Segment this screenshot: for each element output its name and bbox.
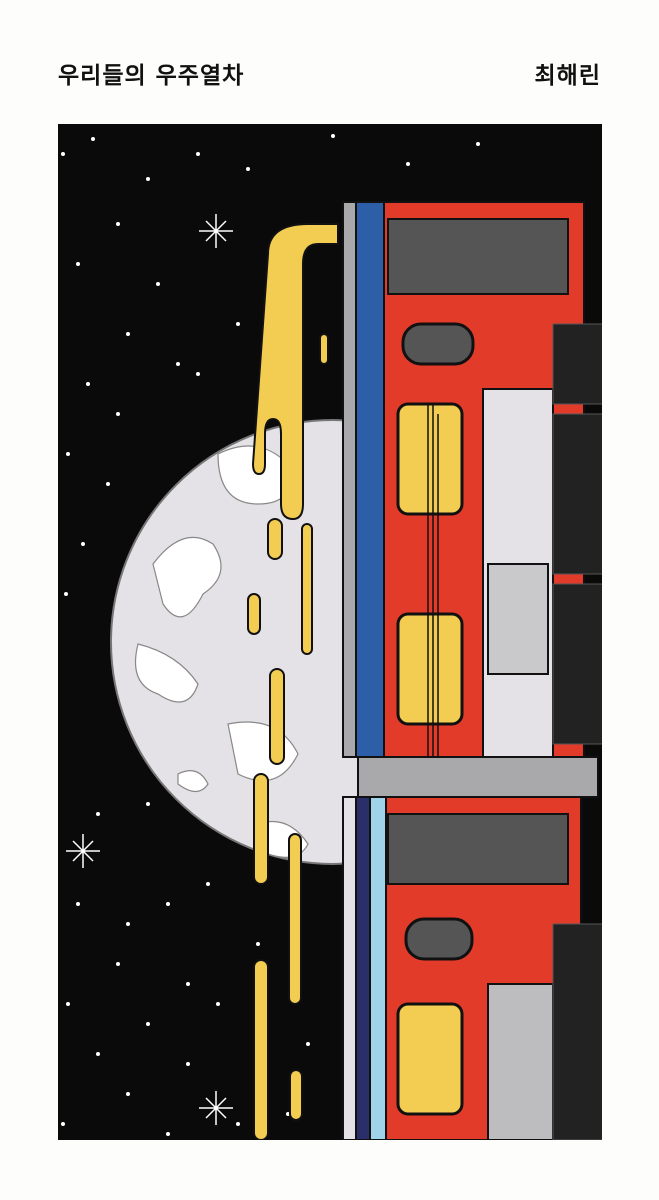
star — [476, 142, 480, 146]
train-car-rear — [342, 796, 602, 1140]
star — [61, 152, 65, 156]
star — [196, 152, 200, 156]
star — [61, 1122, 65, 1126]
star — [66, 452, 70, 456]
star — [76, 262, 80, 266]
star — [246, 167, 250, 171]
star — [216, 1002, 220, 1006]
star — [146, 177, 150, 181]
star — [116, 412, 120, 416]
star — [126, 922, 130, 926]
star — [186, 1062, 190, 1066]
star — [126, 1092, 130, 1096]
star — [186, 982, 190, 986]
star — [176, 362, 180, 366]
star — [66, 1002, 70, 1006]
cover-illustration — [58, 124, 602, 1140]
star — [306, 1042, 310, 1046]
book-title: 우리들의 우주열차 — [58, 63, 245, 89]
star — [166, 1132, 170, 1136]
train-car-front — [342, 201, 602, 854]
star — [146, 802, 150, 806]
star — [146, 1022, 150, 1026]
star — [116, 962, 120, 966]
star — [331, 134, 335, 138]
star — [236, 322, 240, 326]
star — [106, 482, 110, 486]
star — [81, 542, 85, 546]
star — [86, 382, 90, 386]
star — [156, 282, 160, 286]
book-author: 최해린 — [534, 63, 601, 89]
star — [96, 1052, 100, 1056]
star — [406, 162, 410, 166]
star — [91, 137, 95, 141]
star — [126, 332, 130, 336]
star — [206, 882, 210, 886]
star — [196, 372, 200, 376]
star — [166, 902, 170, 906]
star — [116, 222, 120, 226]
star — [76, 902, 80, 906]
train-coupling — [357, 756, 599, 798]
sparkle-icon — [66, 214, 233, 1125]
yellow-drips — [247, 223, 339, 1140]
star — [96, 812, 100, 816]
star — [64, 592, 68, 596]
star — [236, 1122, 240, 1126]
star — [256, 942, 260, 946]
